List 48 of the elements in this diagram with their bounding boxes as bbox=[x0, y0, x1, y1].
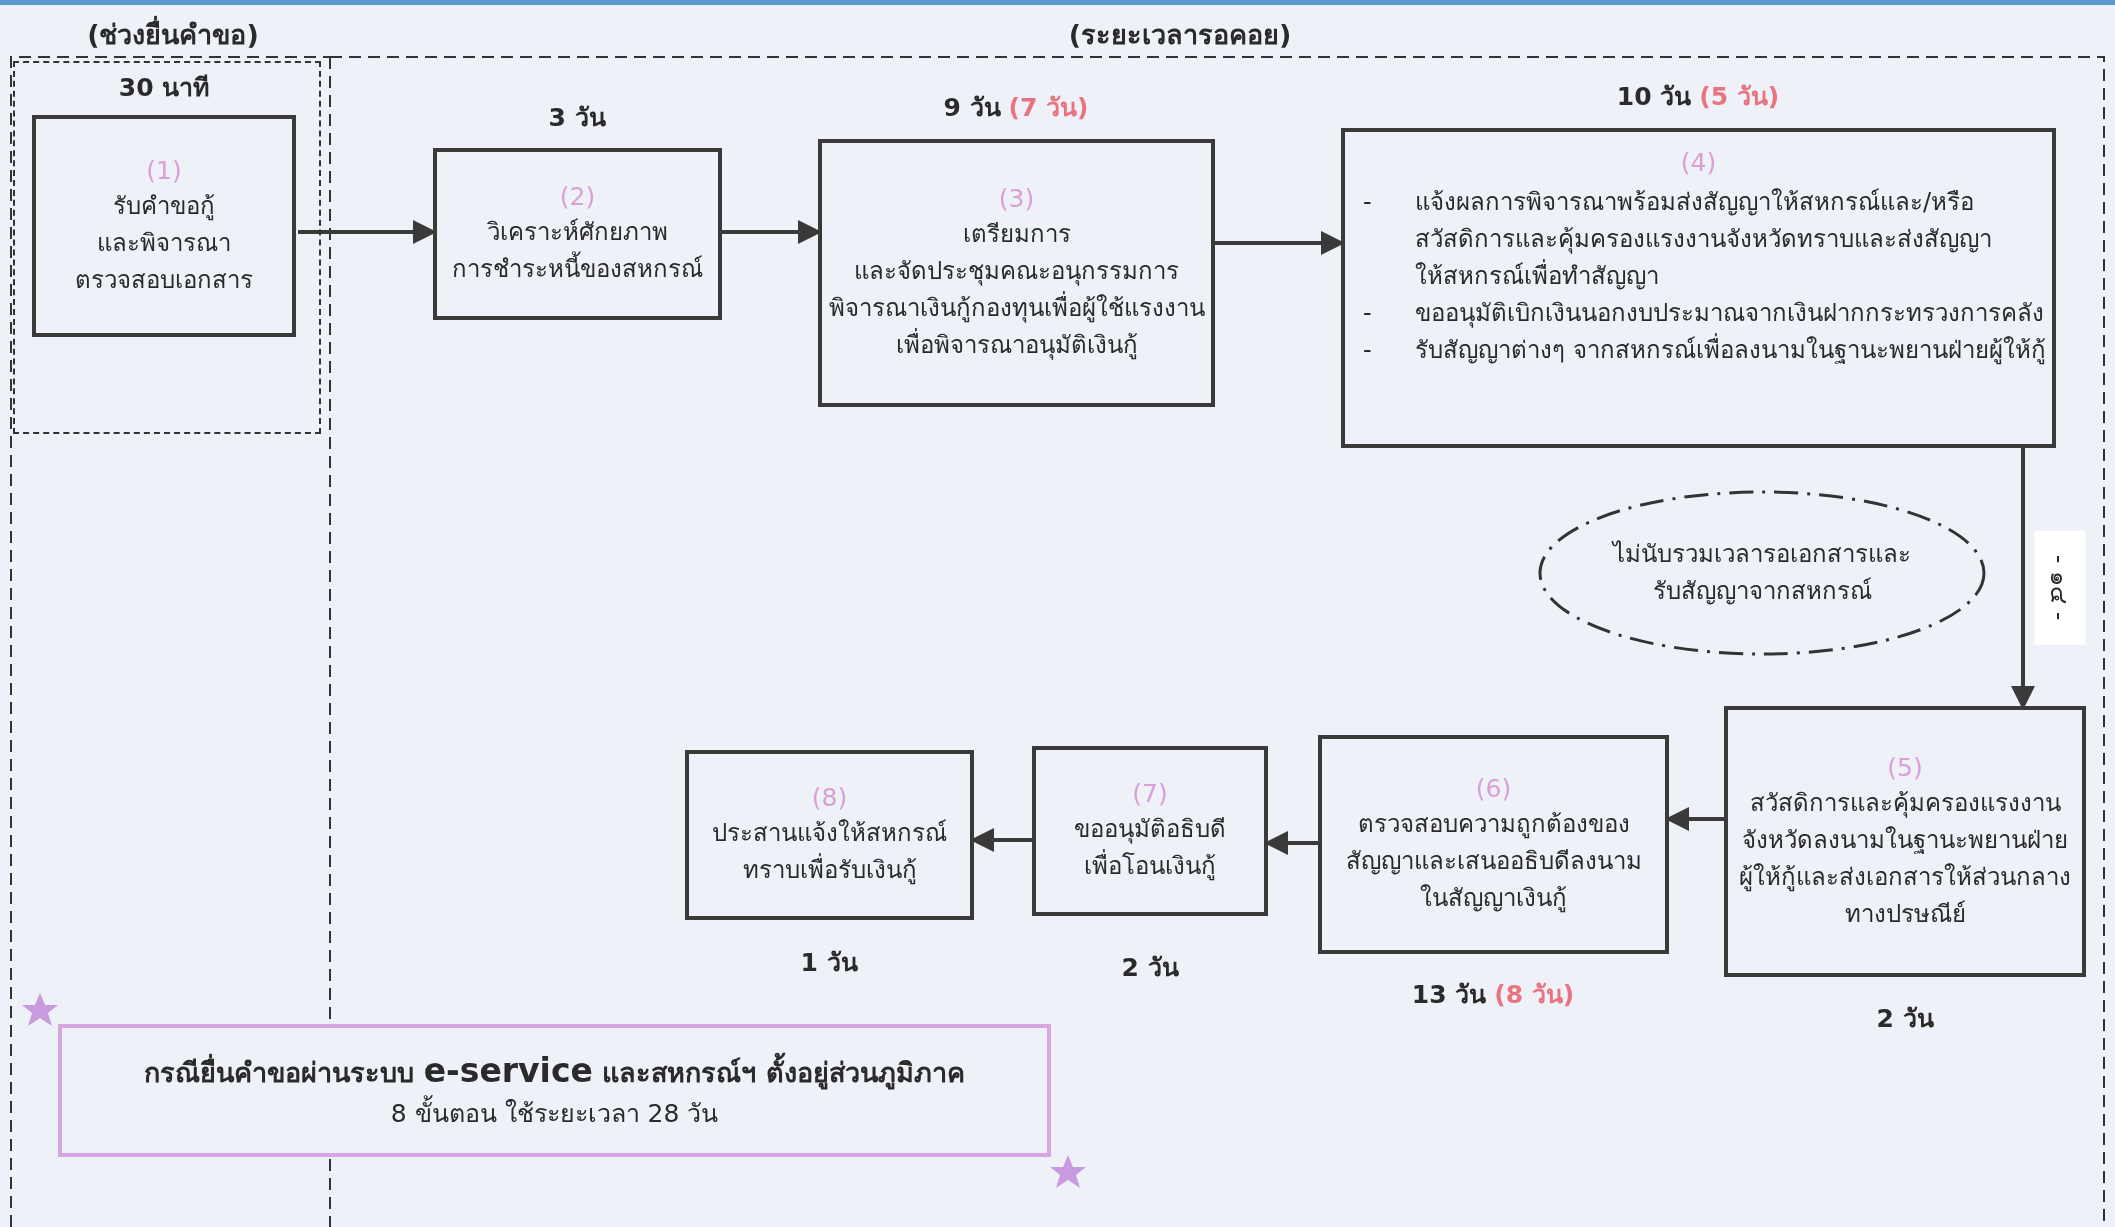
step-text: ตรวจสอบความถูกต้องของ สัญญาและเสนออธิบดีลงนาม ในสัญญาเงินกู้ bbox=[1345, 809, 1642, 915]
step-number: (3) bbox=[998, 183, 1035, 215]
step-text: วิเคราะห์ศักยภาพ การชำระหนี้ของสหกรณ์ bbox=[452, 217, 703, 285]
process-box bbox=[32, 115, 296, 337]
summary-text: กรณียื่นคำขอผ่านระบบ e-service และสหกรณ์ฯ ตั้งอยู่ส่วนภูมิภาค bbox=[144, 1049, 965, 1092]
step-number: (4) bbox=[1680, 147, 1717, 179]
duration-label: 9 วัน bbox=[943, 93, 1001, 122]
note-text: ไม่นับรวมเวลารอเอกสารและ รับสัญญาจากสหกรณ์ bbox=[1613, 539, 1911, 607]
step-text: แจ้งผลการพิจารณาพร้อมส่งสัญญาให้สหกรณ์และ/หรือ สวัสดิการและคุ้มครองแรงงานจังหวัดทราบและส่งสัญญา ให้สหกรณ์เพื่อทำสัญญา bbox=[1415, 187, 1993, 292]
duration-label: 2 วัน bbox=[1876, 1004, 1934, 1033]
step-text: ประสานแจ้งให้สหกรณ์ ทราบเพื่อรับเงินกู้ bbox=[712, 818, 947, 887]
summary-box bbox=[58, 1024, 1051, 1157]
duration-label: 30 นาที bbox=[118, 73, 210, 102]
step-text: ขออนุมัติอธิบดี เพื่อโอนเงินกู้ bbox=[1074, 814, 1226, 883]
duration-label: 10 วัน bbox=[1616, 82, 1692, 111]
process-box bbox=[818, 139, 1215, 407]
step-number: (2) bbox=[559, 181, 596, 213]
step-number: (8) bbox=[811, 782, 848, 814]
section-heading: (ระยะเวลารอคอย) bbox=[1068, 17, 1292, 52]
step-number: (1) bbox=[146, 154, 182, 187]
page-number: - ๑๔ - bbox=[2034, 530, 2086, 644]
step-text: สวัสดิการและคุ้มครองแรงงาน จังหวัดลงนามในฐานะพยานฝ่าย ผู้ให้กู้และส่งเอกสารให้ส่วนกลาง ทางปรษณีย์ bbox=[1739, 787, 2071, 930]
process-box bbox=[1724, 706, 2086, 977]
step-text: ขออนุมัติเบิกเงินนอกงบประมาณจากเงินฝากกระทรวงการคลัง bbox=[1415, 298, 2045, 330]
duration-label: 1 วัน bbox=[800, 948, 858, 977]
list-bullet: - bbox=[1363, 298, 1373, 329]
step-number: (6) bbox=[1475, 773, 1512, 805]
section-heading: (ช่วงยื่นคำขอ) bbox=[87, 15, 259, 52]
duration-label: 13 วัน bbox=[1411, 980, 1487, 1009]
list-bullet: - bbox=[1363, 335, 1373, 366]
reduced-duration-label: (7 วัน) bbox=[1008, 93, 1089, 122]
dashed-frame bbox=[13, 61, 321, 434]
step-text: รับสัญญาต่างๆ จากสหกรณ์เพื่อลงนามในฐานะพยานฝ่ายผู้ให้กู้ bbox=[1415, 332, 2046, 369]
duration-label: 3 วัน bbox=[548, 103, 606, 132]
list-bullet: - bbox=[1363, 187, 1373, 218]
step-number: (7) bbox=[1132, 778, 1168, 810]
step-number: (5) bbox=[1887, 751, 1923, 784]
process-box bbox=[1032, 746, 1268, 916]
step-text: เตรียมการ และจัดประชุมคณะอนุกรรมการ พิจารณาเงินกู้กองทุนเพื่อผู้ใช้แรงงาน เพื่อพิจารณาอนุมัติเงินกู้ bbox=[828, 219, 1205, 362]
duration-label: 2 วัน bbox=[1121, 953, 1179, 982]
reduced-duration-label: (5 วัน) bbox=[1699, 82, 1780, 111]
process-box bbox=[1318, 735, 1669, 954]
step-text: รับคำขอกู้ และพิจารณา ตรวจสอบเอกสาร bbox=[75, 190, 253, 296]
process-box bbox=[433, 148, 722, 320]
reduced-duration-label: (8 วัน) bbox=[1494, 980, 1575, 1009]
summary-text: 8 ขั้นตอน ใช้ระยะเวลา 28 วัน bbox=[390, 1094, 719, 1133]
process-box bbox=[1341, 128, 2056, 448]
process-box bbox=[685, 750, 974, 920]
